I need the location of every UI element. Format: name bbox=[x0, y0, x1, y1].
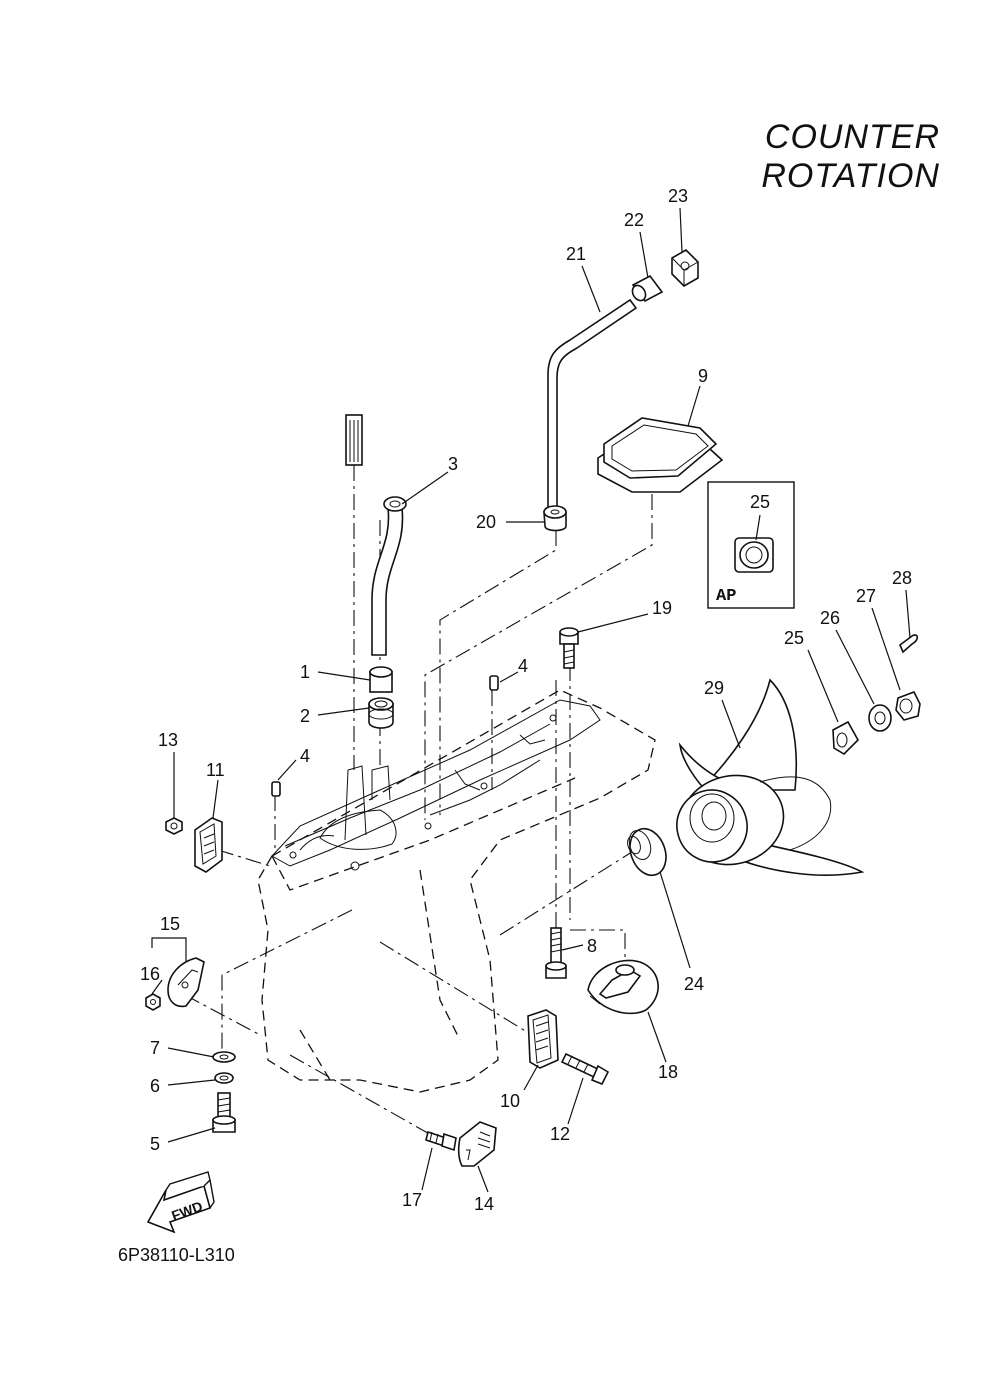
propeller-icon bbox=[676, 678, 865, 876]
drive-shaft bbox=[345, 414, 363, 770]
callout-1: 1 bbox=[300, 662, 310, 682]
callout-12: 12 bbox=[550, 1124, 570, 1144]
callout-29: 29 bbox=[704, 678, 724, 698]
washer-icon bbox=[734, 537, 774, 573]
callout-14: 14 bbox=[474, 1194, 494, 1214]
callout-15: 15 bbox=[160, 914, 180, 934]
callout-22: 22 bbox=[624, 210, 644, 230]
bolt-icon bbox=[212, 1092, 236, 1133]
ap-inset-box bbox=[707, 481, 795, 609]
callout-19: 19 bbox=[652, 598, 672, 618]
screw-icon bbox=[560, 1052, 610, 1086]
cover-icon bbox=[167, 957, 205, 1008]
callout-10: 10 bbox=[500, 1091, 520, 1111]
callout-numbers: 1 2 3 4 4 5 6 7 8 9 10 11 12 13 14 15 16… bbox=[140, 186, 912, 1214]
nut-icon bbox=[895, 690, 921, 721]
callout-5: 5 bbox=[150, 1134, 160, 1154]
trim-tab-icon bbox=[587, 959, 659, 1015]
callout-17: 17 bbox=[402, 1190, 422, 1210]
callout-11: 11 bbox=[206, 760, 225, 780]
callout-2: 2 bbox=[300, 706, 310, 726]
washer-icon bbox=[868, 704, 892, 732]
grommet-icon bbox=[543, 505, 567, 532]
dowel-pin-icon bbox=[271, 675, 499, 797]
callout-8: 8 bbox=[587, 936, 597, 956]
callout-24: 24 bbox=[684, 974, 704, 994]
callout-16: 16 bbox=[140, 964, 160, 984]
seal-icon bbox=[631, 274, 664, 303]
fwd-arrow-icon: FWD bbox=[146, 1171, 215, 1234]
lower-casing-housing bbox=[257, 689, 656, 1093]
callout-6: 6 bbox=[150, 1076, 160, 1096]
washer-icon bbox=[212, 1051, 236, 1063]
nut-icon bbox=[165, 817, 183, 835]
callout-27: 27 bbox=[856, 586, 876, 606]
screw-icon bbox=[425, 1130, 457, 1152]
water-tube-icon bbox=[371, 496, 407, 656]
bolt-icon bbox=[545, 927, 567, 979]
spacer-icon bbox=[627, 827, 667, 877]
nut-icon bbox=[145, 993, 161, 1011]
washer-icon bbox=[832, 720, 859, 756]
callout-25: 25 bbox=[750, 492, 770, 512]
holder-icon bbox=[671, 249, 699, 287]
callout-13: 13 bbox=[158, 730, 178, 750]
ap-label: AP bbox=[716, 587, 736, 606]
callout-7: 7 bbox=[150, 1038, 160, 1058]
diagram-code: 6P38110-L310 bbox=[118, 1245, 235, 1265]
diagram-title: COUNTER ROTATION bbox=[761, 118, 940, 195]
assembly-lines bbox=[184, 494, 653, 1141]
bushing-icon bbox=[369, 666, 393, 693]
cover-icon bbox=[457, 1121, 497, 1167]
callout-9: 9 bbox=[698, 366, 708, 386]
callout-26: 26 bbox=[820, 608, 840, 628]
callout-20: 20 bbox=[476, 512, 496, 532]
callout-25: 25 bbox=[784, 628, 804, 648]
callout-3: 3 bbox=[448, 454, 458, 474]
bolt-icon bbox=[559, 627, 579, 669]
grommet-icon bbox=[368, 697, 394, 729]
cover-icon bbox=[527, 1009, 559, 1069]
lock-washer-icon bbox=[214, 1072, 234, 1084]
cover-icon bbox=[194, 817, 223, 873]
callout-18: 18 bbox=[658, 1062, 678, 1082]
pipe-icon bbox=[547, 298, 638, 509]
callout-4: 4 bbox=[300, 746, 310, 766]
callout-21: 21 bbox=[566, 244, 586, 264]
gasket-icon bbox=[597, 417, 724, 493]
leader-lines bbox=[151, 207, 911, 1193]
callout-4: 4 bbox=[518, 656, 528, 676]
callout-28: 28 bbox=[892, 568, 912, 588]
callout-23: 23 bbox=[668, 186, 688, 206]
cotter-pin-icon bbox=[899, 634, 919, 654]
